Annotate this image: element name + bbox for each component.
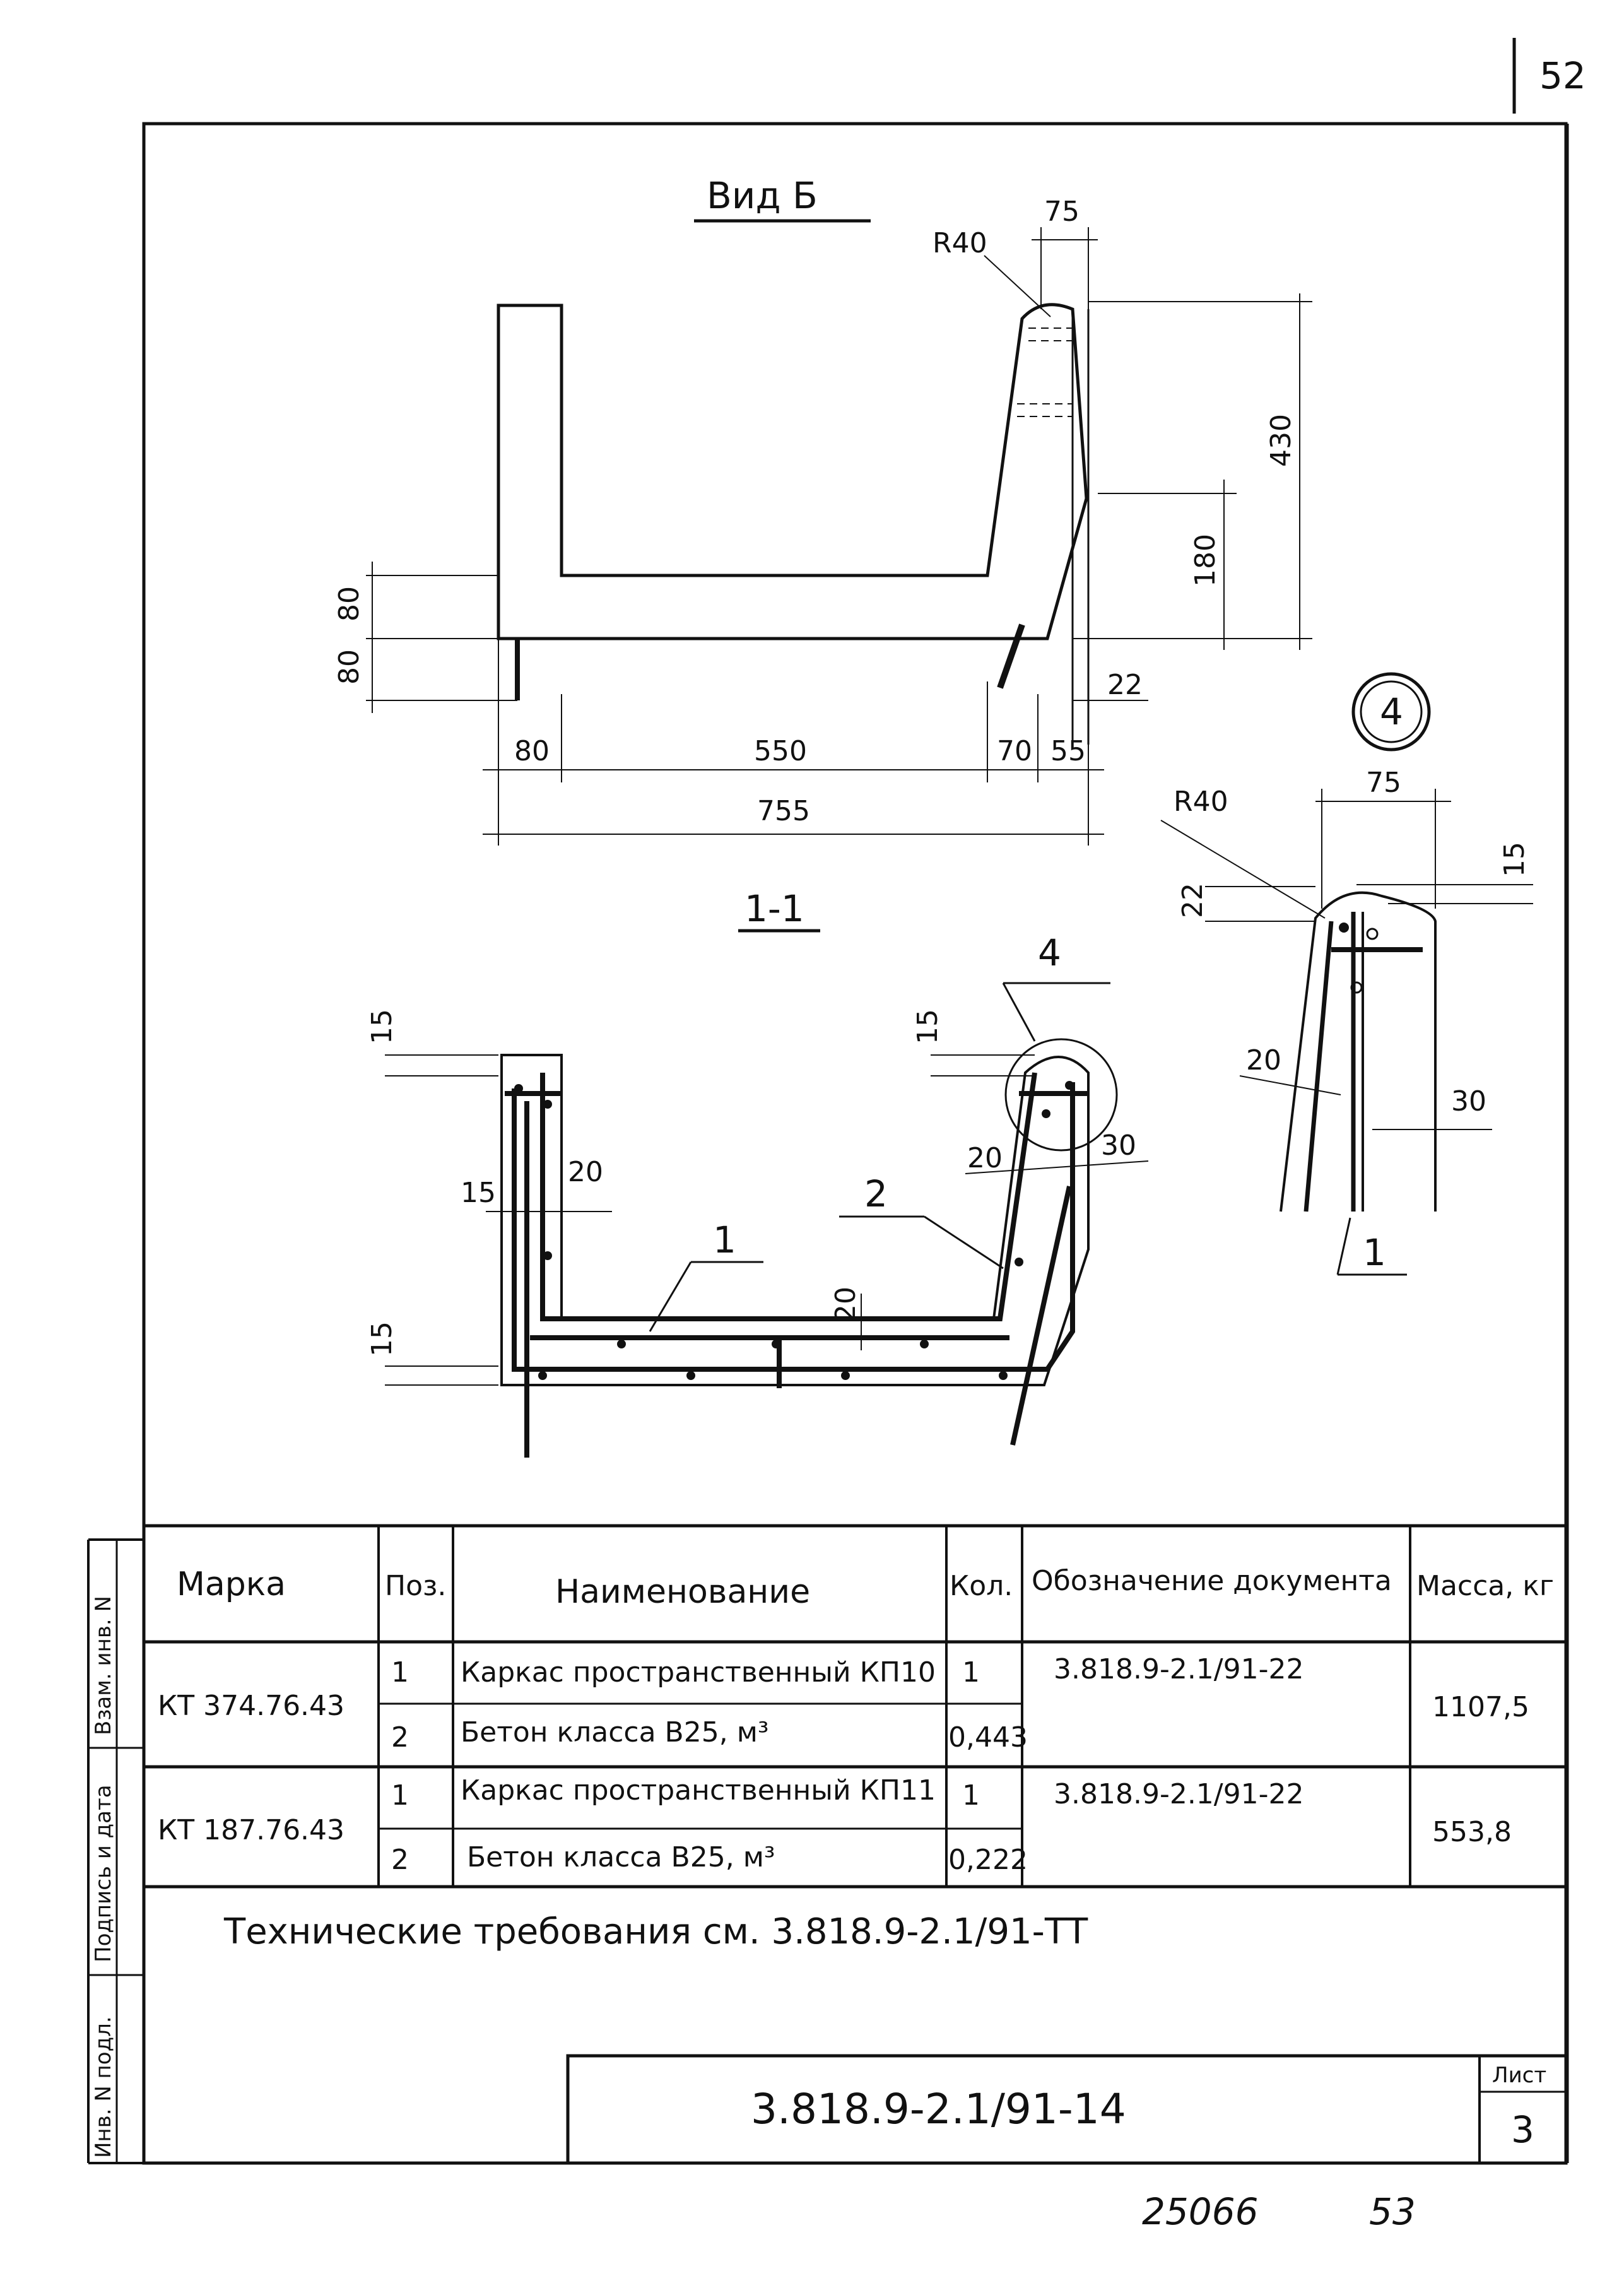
row1-mark: КТ 374.76.43 bbox=[158, 1690, 344, 1722]
section-1-1: 1-1 4 15 15 bbox=[366, 887, 1149, 1458]
row3-name: Каркас пространственный КП11 bbox=[461, 1774, 936, 1807]
section-dim-r20: 20 bbox=[967, 1142, 1003, 1174]
view-b-radius: R40 bbox=[933, 227, 987, 259]
section-dim-m20: 20 bbox=[568, 1156, 603, 1188]
footer-left: 25066 bbox=[1142, 2190, 1259, 2233]
section-dim-tr15: 15 bbox=[912, 1009, 944, 1044]
detail-dim-30: 30 bbox=[1451, 1085, 1486, 1117]
section-pos-1: 1 bbox=[713, 1218, 736, 1261]
view-b-title: Вид Б bbox=[707, 174, 818, 217]
view-b-dim-left-a: 80 bbox=[333, 586, 365, 622]
detail-4: 4 75 R40 15 22 20 30 1 bbox=[1160, 672, 1533, 1276]
view-b-dim-b55: 55 bbox=[1050, 735, 1086, 767]
section-dim-m15: 15 bbox=[461, 1177, 496, 1209]
left-sidebar: Взам. инв. N Подпись и дата Инв. N подл. bbox=[87, 1538, 144, 2164]
detail-dim-22: 22 bbox=[1177, 883, 1209, 918]
row1-mass: 1107,5 bbox=[1432, 1691, 1529, 1723]
section-dim-bl15: 15 bbox=[366, 1321, 398, 1357]
view-b-dim-left-b: 80 bbox=[333, 649, 365, 685]
view-b-dim-height: 430 bbox=[1265, 414, 1297, 467]
view-b: Вид Б 80 80 430 180 75 R40 bbox=[333, 174, 1312, 846]
title-stamp: 3.818.9-2.1/91-14 Лист 3 bbox=[566, 2054, 1568, 2165]
detail-number: 4 bbox=[1380, 690, 1403, 733]
section-outline bbox=[500, 1054, 1090, 1386]
detail-dim-20: 20 bbox=[1246, 1044, 1281, 1076]
row2-pos: 2 bbox=[391, 1721, 409, 1754]
section-pos-2: 2 bbox=[864, 1172, 888, 1215]
footer-right: 53 bbox=[1369, 2190, 1416, 2233]
detail-pos-1: 1 bbox=[1363, 1231, 1386, 1274]
row1-doc: 3.818.9-2.1/91-22 bbox=[1054, 1653, 1303, 1685]
view-b-dim-total: 755 bbox=[757, 795, 810, 827]
row3-mark: КТ 187.76.43 bbox=[158, 1814, 344, 1846]
view-b-dim-b550: 550 bbox=[754, 735, 807, 767]
detail-dim-top: 75 bbox=[1366, 767, 1401, 799]
section-title: 1-1 bbox=[744, 887, 804, 930]
view-b-dim-h2: 180 bbox=[1189, 534, 1221, 587]
view-b-dim-b80: 80 bbox=[514, 735, 550, 767]
section-callout-number: 4 bbox=[1038, 931, 1061, 974]
row2-name: Бетон класса В25, м³ bbox=[461, 1716, 769, 1748]
detail-number-circle bbox=[1351, 672, 1431, 752]
view-b-dim-b70: 70 bbox=[997, 735, 1032, 767]
stamp-code: 3.818.9-2.1/91-14 bbox=[751, 2085, 1126, 2133]
view-b-dim-top: 75 bbox=[1044, 196, 1080, 228]
row1-qty: 1 bbox=[962, 1656, 980, 1689]
row4-name: Бетон класса В25, м³ bbox=[467, 1841, 775, 1873]
row3-mass: 553,8 bbox=[1432, 1816, 1512, 1848]
section-dim-bot20: 20 bbox=[830, 1287, 862, 1322]
header-qty: Кол. bbox=[950, 1570, 1013, 1602]
header-mark: Марка bbox=[177, 1566, 286, 1603]
row1-pos: 1 bbox=[391, 1656, 409, 1689]
row3-pos: 1 bbox=[391, 1779, 409, 1812]
sidebar-inv: Инв. N подл. bbox=[91, 2016, 116, 2158]
header-doc: Обозначение документа bbox=[1032, 1565, 1392, 1597]
detail-outline bbox=[1280, 891, 1437, 1212]
row3-qty: 1 bbox=[962, 1779, 980, 1812]
page-number: 52 bbox=[1539, 54, 1586, 97]
view-b-outline bbox=[497, 303, 1088, 640]
detail-radius: R40 bbox=[1174, 786, 1228, 818]
sidebar-vzam: Взам. инв. N bbox=[91, 1596, 116, 1735]
header-name: Наименование bbox=[555, 1573, 810, 1611]
stamp-sheet-number: 3 bbox=[1511, 2108, 1534, 2151]
header-mass: Масса, кг bbox=[1416, 1570, 1554, 1602]
section-dim-tl15: 15 bbox=[366, 1009, 398, 1044]
spec-table: Марка Поз. Наименование Кол. Обозначение… bbox=[144, 1524, 1566, 1889]
row2-qty: 0,443 bbox=[948, 1721, 1028, 1754]
tech-requirements: Технические требования см. 3.818.9-2.1/9… bbox=[223, 1911, 1088, 1952]
detail-dim-15: 15 bbox=[1498, 842, 1531, 877]
sidebar-podpis: Подпись и дата bbox=[91, 1784, 116, 1962]
detail-callout-circle bbox=[1004, 1038, 1118, 1152]
row4-pos: 2 bbox=[391, 1844, 409, 1876]
section-dim-r30: 30 bbox=[1101, 1129, 1136, 1162]
header-pos: Поз. bbox=[385, 1570, 446, 1602]
row1-name: Каркас пространственный КП10 bbox=[461, 1656, 936, 1689]
view-b-dim-22: 22 bbox=[1107, 669, 1143, 701]
row4-qty: 0,222 bbox=[948, 1844, 1028, 1876]
row3-doc: 3.818.9-2.1/91-22 bbox=[1054, 1778, 1303, 1810]
stamp-sheet-label: Лист bbox=[1492, 2063, 1546, 2088]
